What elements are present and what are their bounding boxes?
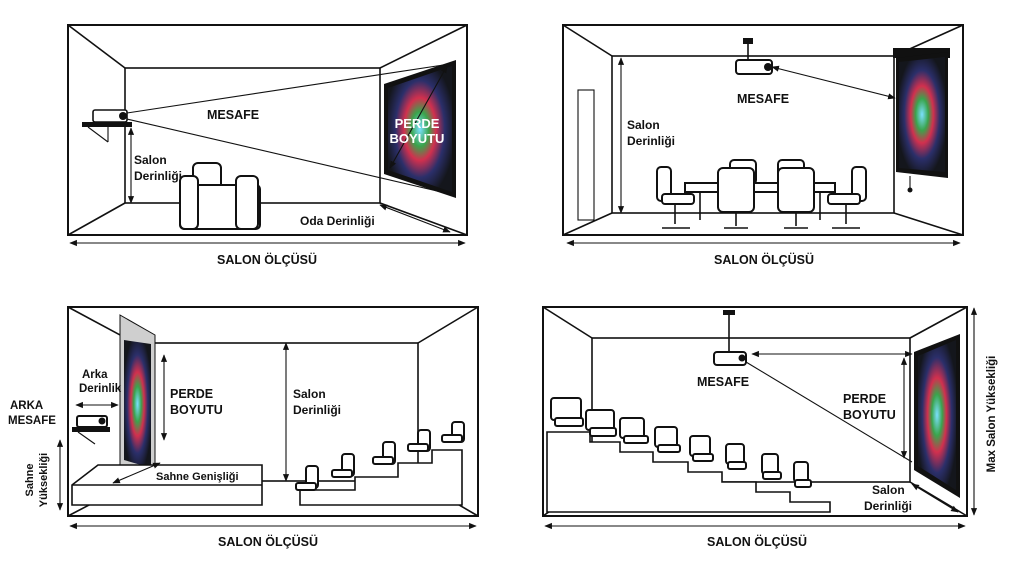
projection-screen [914, 334, 960, 498]
projector-on-shelf [72, 415, 110, 445]
screen-size-label-1: PERDE [843, 392, 886, 406]
projection-distance-arrow [771, 65, 896, 100]
salon-size-label: SALON ÖLÇÜSÜ [714, 252, 814, 267]
tiered-seating [295, 421, 465, 506]
tiered-seating [546, 397, 831, 513]
projection-screen [893, 48, 950, 193]
mesafe-label: MESAFE [737, 92, 789, 106]
rear-projection-screen [119, 314, 156, 486]
salon-depth-label-1: Salon [134, 153, 167, 167]
stage-width-arrow [112, 462, 161, 484]
panel-home-theater: MESAFE PERDE BOYUTU Salon Derinliği Oda … [67, 24, 468, 267]
salon-size-label: SALON ÖLÇÜSÜ [707, 534, 807, 549]
panel-meeting-room: MESAFE Salon Derinliği SALON ÖLÇÜSÜ [562, 24, 964, 267]
screen-size-label-1: PERDE [395, 116, 440, 131]
screen-size-label-1: PERDE [170, 387, 213, 401]
salon-depth-label-2: Derinliği [627, 134, 675, 148]
mesafe-label: MESAFE [697, 375, 749, 389]
rear-distance-label-2: MESAFE [8, 415, 56, 427]
salon-depth-label-2: Derinliği [293, 403, 341, 417]
panel-auditorium: MESAFE PERDE BOYUTU Salon Derinliği Max … [542, 306, 998, 549]
projection-beam [745, 361, 913, 463]
room-depth-arrow [379, 204, 451, 233]
rear-depth-label-1: Arka [82, 369, 108, 381]
rear-distance-label-1: ARKA [10, 400, 43, 412]
salon-depth-label-1: Salon [627, 118, 660, 132]
max-height-label: Max Salon Yüksekliği [986, 356, 998, 473]
screen-size-label-2: BOYUTU [843, 408, 896, 422]
mesafe-label: MESAFE [207, 108, 259, 122]
conference-table-with-chairs [656, 159, 867, 229]
room-depth-label: Oda Derinliği [300, 214, 375, 228]
salon-depth-label-2: Derinliği [134, 169, 182, 183]
panel-stage-rear-projection: Arka Derinlik ARKA MESAFE PERDE BOYUTU S… [8, 306, 479, 549]
screen-size-label-2: BOYUTU [390, 131, 445, 146]
sofa [179, 162, 261, 230]
ceiling-projector [735, 38, 773, 75]
salon-depth-label-1: Salon [293, 387, 326, 401]
salon-depth-label-1: Salon [872, 483, 905, 497]
salon-size-label: SALON ÖLÇÜSÜ [217, 252, 317, 267]
stage-height-label-2: Yüksekliği [38, 453, 50, 507]
salon-depth-label-2: Derinliği [864, 499, 912, 513]
salon-size-label: SALON ÖLÇÜSÜ [218, 534, 318, 549]
rear-depth-label-2: Derinlik [79, 383, 122, 395]
door [577, 89, 595, 221]
stage-height-label-1: Sahne [24, 463, 36, 496]
screen-size-label-2: BOYUTU [170, 403, 223, 417]
screen-size-arrow [389, 65, 448, 169]
projector-on-shelf [82, 109, 132, 143]
salon-depth-arrow [911, 483, 959, 513]
ceiling-projector [713, 310, 747, 366]
stage-width-label: Sahne Genişliği [156, 471, 239, 483]
